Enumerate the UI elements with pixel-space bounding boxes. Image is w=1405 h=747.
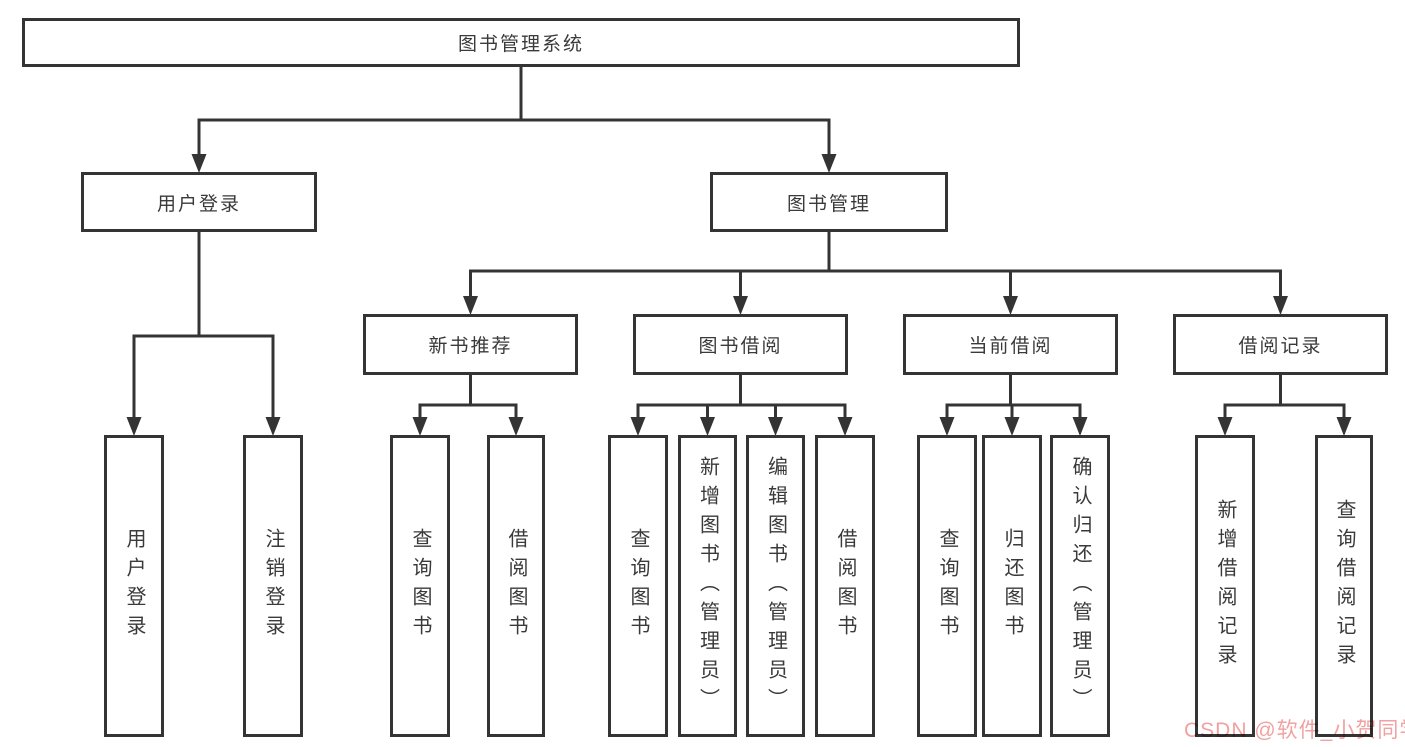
- node-label-current-borrow: 当前借阅: [968, 336, 1053, 357]
- node-v-add-record: 新增借阅记录: [1195, 435, 1255, 737]
- node-current-borrow: 当前借阅: [903, 314, 1118, 375]
- arrowhead-icon: [1003, 296, 1018, 315]
- node-v-confirm-ret: 确认归还（管理员）: [1050, 435, 1110, 737]
- node-v-borrow-book-1: 借阅图书: [487, 435, 545, 737]
- node-label-v-user-login: 用户登录: [123, 528, 145, 644]
- node-v-logout: 注销登录: [243, 435, 303, 737]
- watermark-text: CSDN @软件_小贺同学: [1184, 719, 1405, 742]
- arrowhead-icon: [733, 296, 748, 315]
- arrowhead-icon: [1004, 417, 1020, 436]
- arrowhead-icon: [463, 296, 478, 315]
- arrowhead-icon: [1072, 417, 1088, 436]
- node-label-v-return-book: 归还图书: [1001, 528, 1023, 644]
- node-label-v-query-book-2: 查询图书: [627, 528, 649, 644]
- arrowhead-icon: [1217, 417, 1233, 436]
- node-label-v-query-record: 查询借阅记录: [1333, 499, 1355, 673]
- node-label-book-mgmt: 图书管理: [786, 193, 871, 215]
- node-new-book-rec: 新书推荐: [363, 314, 578, 375]
- node-v-add-book: 新增图书（管理员）: [678, 435, 737, 737]
- node-label-new-book-rec: 新书推荐: [428, 336, 513, 357]
- arrowhead-icon: [837, 417, 853, 436]
- arrowhead-icon: [126, 417, 142, 436]
- node-label-v-logout: 注销登录: [262, 528, 284, 644]
- node-label-user-login: 用户登录: [156, 193, 241, 215]
- node-label-v-add-record: 新增借阅记录: [1214, 499, 1236, 673]
- arrowhead-icon: [1273, 296, 1288, 315]
- node-v-query-book-2: 查询图书: [608, 435, 668, 737]
- arrowhead-icon: [630, 417, 646, 436]
- node-label-v-borrow-book-2: 借阅图书: [834, 528, 856, 644]
- node-user-login: 用户登录: [81, 172, 317, 232]
- node-borrow-records: 借阅记录: [1173, 314, 1388, 375]
- arrowhead-icon: [191, 154, 207, 173]
- node-label-v-edit-book: 编辑图书（管理员）: [764, 455, 787, 717]
- node-v-borrow-book-2: 借阅图书: [815, 435, 875, 737]
- arrowhead-icon: [821, 154, 837, 173]
- node-book-borrow: 图书借阅: [633, 314, 848, 375]
- node-label-v-confirm-ret: 确认归还（管理员）: [1069, 455, 1091, 717]
- node-v-return-book: 归还图书: [982, 435, 1042, 737]
- arrowhead-icon: [768, 417, 783, 436]
- node-book-mgmt: 图书管理: [710, 172, 948, 232]
- node-v-query-book-3: 查询图书: [917, 435, 977, 737]
- node-label-v-query-book-3: 查询图书: [936, 528, 958, 644]
- node-label-book-borrow: 图书借阅: [698, 336, 783, 357]
- arrowhead-icon: [508, 417, 524, 436]
- node-label-root: 图书管理系统: [457, 34, 584, 55]
- node-label-v-add-book: 新增图书（管理员）: [696, 455, 719, 717]
- node-v-query-record: 查询借阅记录: [1315, 435, 1373, 737]
- node-label-borrow-records: 借阅记录: [1238, 336, 1323, 357]
- node-v-user-login: 用户登录: [104, 435, 164, 737]
- node-label-v-query-book-1: 查询图书: [409, 528, 431, 644]
- arrowhead-icon: [1336, 417, 1352, 436]
- node-root: 图书管理系统: [22, 18, 1020, 67]
- arrowhead-icon: [265, 417, 281, 436]
- node-v-edit-book: 编辑图书（管理员）: [746, 435, 805, 737]
- arrowhead-icon: [939, 417, 955, 436]
- node-label-v-borrow-book-1: 借阅图书: [505, 528, 527, 644]
- arrowhead-icon: [412, 417, 428, 436]
- node-v-query-book-1: 查询图书: [390, 435, 450, 737]
- arrowhead-icon: [700, 417, 715, 436]
